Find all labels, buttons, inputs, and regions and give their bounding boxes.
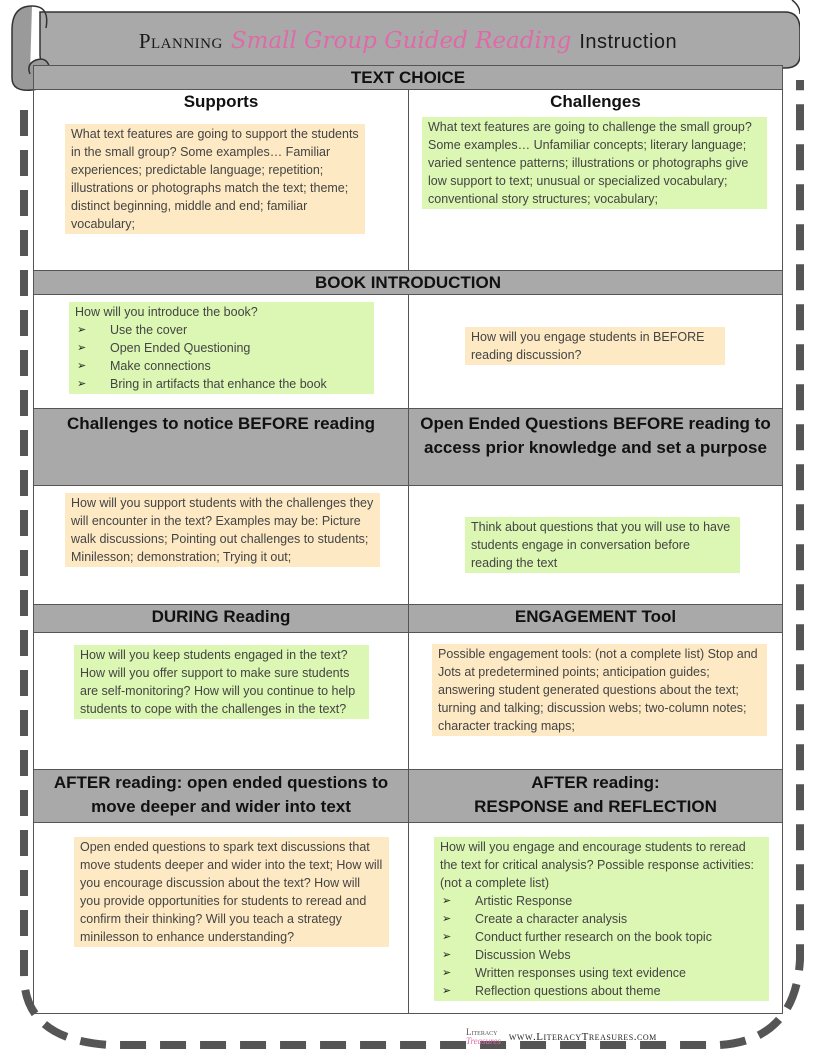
open-questions-before-cell: Think about questions that you will use …	[408, 486, 782, 604]
after-open-text: Open ended questions to spark text discu…	[74, 837, 389, 947]
supports-label: Supports	[183, 92, 259, 111]
after-open-label: AFTER reading: open ended questions to m…	[34, 770, 408, 822]
intro-list-item: Bring in artifacts that enhance the book	[75, 375, 368, 393]
intro-prompt: How will you introduce the book?	[75, 305, 258, 319]
challenges-text: What text features are going to challeng…	[422, 117, 767, 209]
response-list-item: Written responses using text evidence	[440, 964, 763, 982]
response-list-item: Conduct further research on the book top…	[440, 928, 763, 946]
challenges-before-text: How will you support students with the c…	[65, 493, 380, 567]
book-intro-row: How will you introduce the book? Use the…	[34, 295, 782, 409]
logo-line1: Literacy	[466, 1027, 498, 1037]
open-questions-before-text: Think about questions that you will use …	[465, 517, 740, 573]
page-title: Planning Small Group Guided Reading Instru…	[0, 28, 816, 54]
after-content-row: Open ended questions to spark text discu…	[34, 823, 782, 1013]
before-content-row: How will you support students with the c…	[34, 486, 782, 605]
title-instruction: Instruction	[579, 31, 678, 53]
response-list-item: Artistic Response	[440, 892, 763, 910]
footer-url[interactable]: www.LiteracyTreasures.com	[508, 1031, 657, 1043]
after-response-label-line2: RESPONSE and REFLECTION	[474, 797, 717, 816]
text-choice-row: Supports What text features are going to…	[34, 90, 782, 271]
response-list-item: Discussion Webs	[440, 946, 763, 964]
response-list-item: Reflection questions about theme	[440, 982, 763, 1000]
during-headers-row: DURING Reading ENGAGEMENT Tool	[34, 605, 782, 633]
intro-list-item: Use the cover	[75, 321, 368, 339]
after-response-list: Artistic Response Create a character ana…	[440, 892, 763, 1000]
challenges-cell: Challenges What text features are going …	[408, 90, 782, 270]
engagement-tool-cell: Possible engagement tools: (not a comple…	[408, 633, 782, 769]
logo-line2: Treasures	[466, 1036, 501, 1046]
challenges-before-cell: How will you support students with the c…	[34, 486, 408, 604]
after-open-cell: Open ended questions to spark text discu…	[34, 823, 408, 1013]
engage-before-cell: How will you engage students in BEFORE r…	[408, 295, 782, 408]
planning-grid: TEXT CHOICE Supports What text features …	[33, 65, 783, 1014]
engage-before-text: How will you engage students in BEFORE r…	[465, 327, 725, 365]
challenges-before-label: Challenges to notice BEFORE reading	[34, 409, 408, 485]
intro-box: How will you introduce the book? Use the…	[69, 302, 374, 394]
after-response-label-line1: AFTER reading:	[531, 773, 660, 792]
after-response-box: How will you engage and encourage studen…	[434, 837, 769, 1001]
title-planning: Planning	[138, 29, 223, 53]
text-choice-header: TEXT CHOICE	[34, 66, 782, 90]
intro-list: Use the cover Open Ended Questioning Mak…	[75, 321, 368, 393]
engagement-tool-label: ENGAGEMENT Tool	[408, 605, 782, 632]
literacy-treasures-logo: Literacy Treasures	[466, 1028, 501, 1046]
during-cell: How will you keep students engaged in th…	[34, 633, 408, 769]
after-response-label: AFTER reading: RESPONSE and REFLECTION	[408, 770, 782, 822]
open-questions-before-label: Open Ended Questions BEFORE reading to a…	[408, 409, 782, 485]
footer: Literacy Treasures www.LiteracyTreasures…	[466, 1028, 657, 1052]
engagement-tool-text: Possible engagement tools: (not a comple…	[432, 644, 767, 736]
supports-cell: Supports What text features are going to…	[34, 90, 408, 270]
during-text: How will you keep students engaged in th…	[74, 645, 369, 719]
before-headers-row: Challenges to notice BEFORE reading Open…	[34, 409, 782, 486]
intro-list-item: Open Ended Questioning	[75, 339, 368, 357]
challenges-label: Challenges	[550, 92, 641, 111]
intro-list-item: Make connections	[75, 357, 368, 375]
response-list-item: Create a character analysis	[440, 910, 763, 928]
book-introduction-header: BOOK INTRODUCTION	[34, 271, 782, 295]
after-response-cell: How will you engage and encourage studen…	[408, 823, 782, 1013]
intro-cell: How will you introduce the book? Use the…	[34, 295, 408, 408]
supports-text: What text features are going to support …	[65, 124, 365, 234]
during-label: DURING Reading	[34, 605, 408, 632]
title-script: Small Group Guided Reading	[230, 28, 572, 54]
during-content-row: How will you keep students engaged in th…	[34, 633, 782, 770]
after-response-prompt: How will you engage and encourage studen…	[440, 840, 755, 890]
after-headers-row: AFTER reading: open ended questions to m…	[34, 770, 782, 823]
